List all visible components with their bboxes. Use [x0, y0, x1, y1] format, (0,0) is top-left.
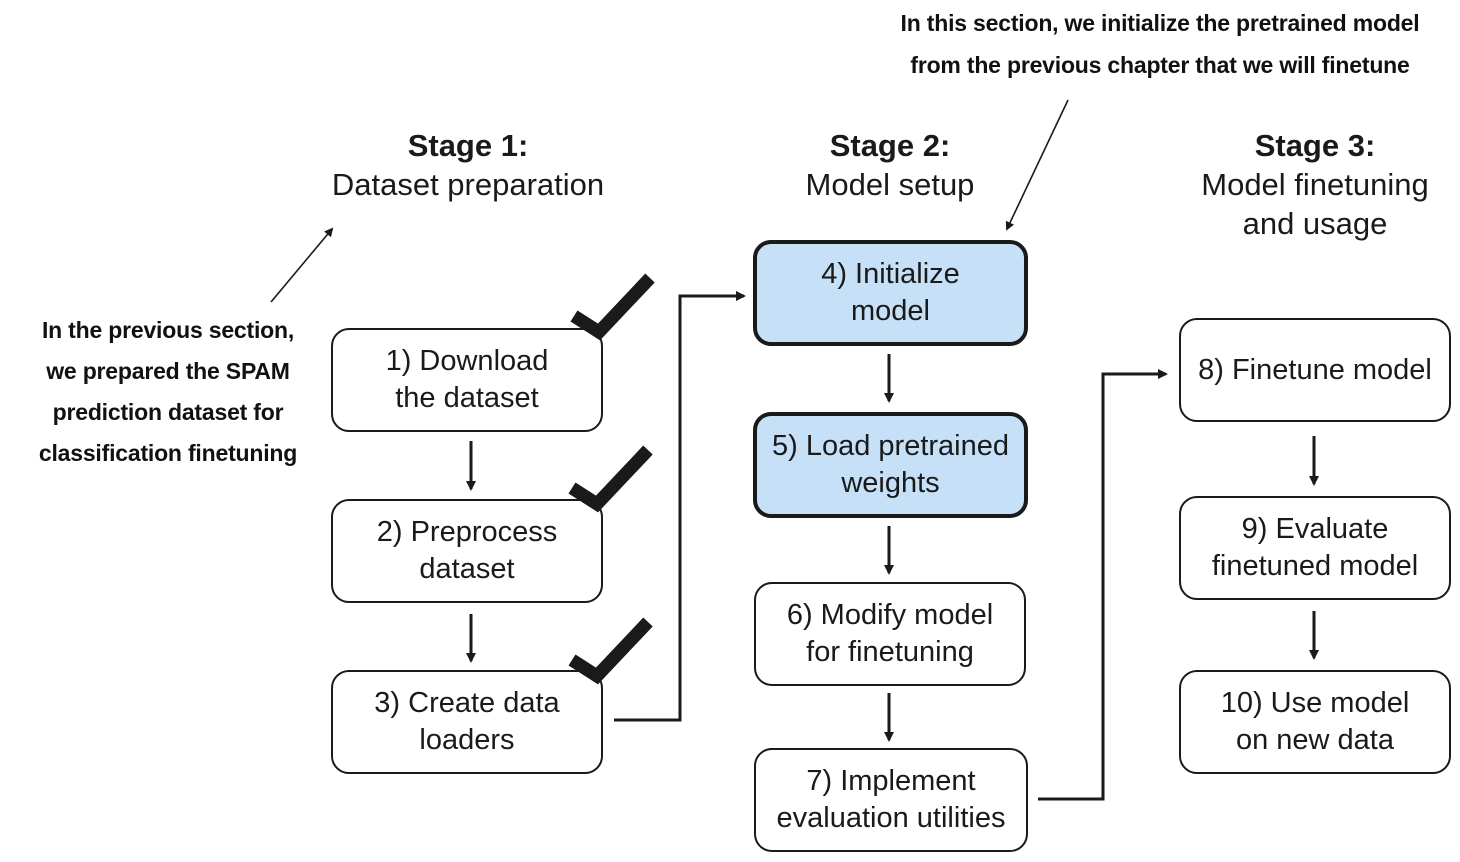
step-8-box: 8) Finetune model	[1179, 318, 1451, 422]
top-annotation: In this section, we initialize the pretr…	[900, 10, 1420, 78]
stage-2-title: Stage 2: Model setup	[745, 126, 1035, 204]
top-note-pointer	[1005, 99, 1069, 231]
checkmark-icon	[568, 445, 653, 513]
checkmark-icon	[570, 273, 655, 341]
checkmark-icon	[568, 617, 653, 685]
stage-1-title: Stage 1: Dataset preparation	[300, 126, 636, 204]
step-2-box: 2) Preprocess dataset	[331, 499, 603, 603]
step-4-box: 4) Initialize model	[753, 240, 1028, 346]
stage-1-subtitle: Dataset preparation	[331, 167, 605, 202]
step-7-box: 7) Implement evaluation utilities	[754, 748, 1028, 852]
left-note-pointer	[270, 227, 334, 303]
step-3-box: 3) Create data loaders	[331, 670, 603, 774]
step-1-box: 1) Download the dataset	[331, 328, 603, 432]
arrow-3-to-4	[614, 291, 746, 722]
step-5-box: 5) Load pretrained weights	[753, 412, 1028, 518]
stage-2-subtitle: Model setup	[805, 167, 975, 202]
step-10-box: 10) Use model on new data	[1179, 670, 1451, 774]
stage-3-heading: Stage 3:	[1254, 128, 1376, 163]
arrow-7-to-8	[1038, 369, 1168, 801]
stage-2-heading: Stage 2:	[829, 128, 951, 163]
step-9-box: 9) Evaluate finetuned model	[1179, 496, 1451, 600]
step-6-box: 6) Modify model for finetuning	[754, 582, 1026, 686]
stage-3-subtitle: Model finetuning and usage	[1201, 167, 1429, 241]
stage-3-title: Stage 3: Model finetuning and usage	[1165, 126, 1460, 243]
stage-1-heading: Stage 1:	[407, 128, 529, 163]
left-annotation: In the previous section, we prepared the…	[38, 317, 298, 466]
